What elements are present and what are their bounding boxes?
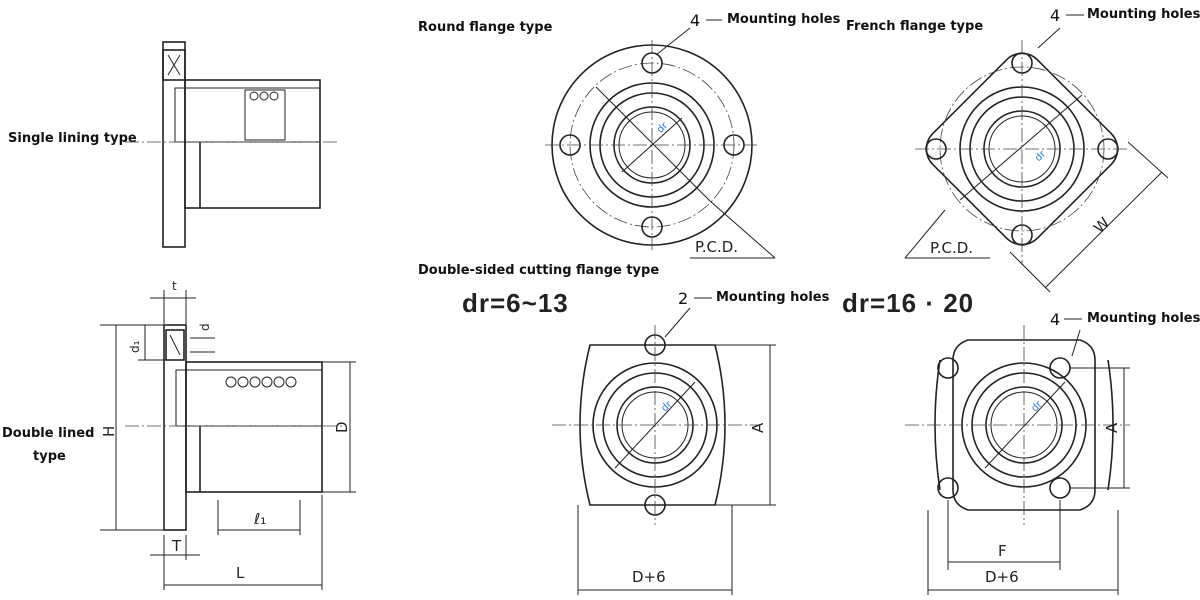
label-double-cut-flange: Double-sided cutting flange type bbox=[418, 263, 660, 278]
dim-d1: d₁ bbox=[128, 340, 142, 353]
dim-F: F bbox=[998, 542, 1007, 560]
label-mounting-holes-four: Mounting holes bbox=[1087, 311, 1200, 326]
label-mounting-holes-round: Mounting holes bbox=[727, 12, 841, 27]
dim-dr-1: dr bbox=[655, 120, 671, 136]
dim-D6-large: D+6 bbox=[985, 568, 1019, 586]
french-flange-view: dr bbox=[904, 27, 1169, 293]
dim-dr-2: dr bbox=[1033, 148, 1049, 164]
dr-range-small: dr=6~13 bbox=[462, 288, 569, 318]
dim-H: H bbox=[100, 426, 118, 437]
double-lined-side-view bbox=[100, 290, 356, 590]
label-round-flange: Round flange type bbox=[418, 20, 553, 35]
label-mounting-holes-french: Mounting holes bbox=[1087, 7, 1200, 22]
dim-dr-3: dr bbox=[659, 398, 675, 414]
label-double-lined-line1: Double lined bbox=[2, 426, 95, 441]
dim-dr-4: dr bbox=[1029, 398, 1045, 414]
dim-l1: ℓ₁ bbox=[253, 510, 266, 528]
single-lining-side-view bbox=[125, 41, 340, 248]
dim-d: d bbox=[198, 323, 212, 331]
dim-pcd-french: P.C.D. bbox=[930, 239, 973, 257]
dim-D6-small: D+6 bbox=[632, 568, 666, 586]
count-2-small: 2 bbox=[678, 289, 689, 308]
count-4-large: 4 bbox=[1050, 310, 1061, 329]
dim-A-large: A bbox=[1103, 422, 1121, 433]
double-cut-flange-large-view: dr bbox=[905, 325, 1130, 595]
label-french-flange: French flange type bbox=[846, 19, 984, 34]
dim-D: D bbox=[333, 421, 351, 433]
dim-A-small: A bbox=[749, 422, 767, 433]
dim-T: T bbox=[171, 537, 182, 555]
double-cut-flange-small-view: dr bbox=[552, 307, 776, 595]
dim-pcd-round: P.C.D. bbox=[695, 238, 738, 256]
round-flange-view: dr bbox=[545, 27, 776, 259]
count-4-french: 4 bbox=[1050, 6, 1061, 25]
label-mounting-holes-two: Mounting holes bbox=[716, 290, 830, 305]
dim-W: W bbox=[1090, 214, 1113, 237]
dim-L: L bbox=[236, 564, 245, 582]
label-single-lining: Single lining type bbox=[8, 131, 137, 146]
count-4-round: 4 bbox=[690, 11, 701, 30]
dr-range-large: dr=16 · 20 bbox=[842, 288, 975, 318]
dim-t: t bbox=[172, 279, 177, 293]
label-double-lined-line2: type bbox=[33, 449, 66, 464]
